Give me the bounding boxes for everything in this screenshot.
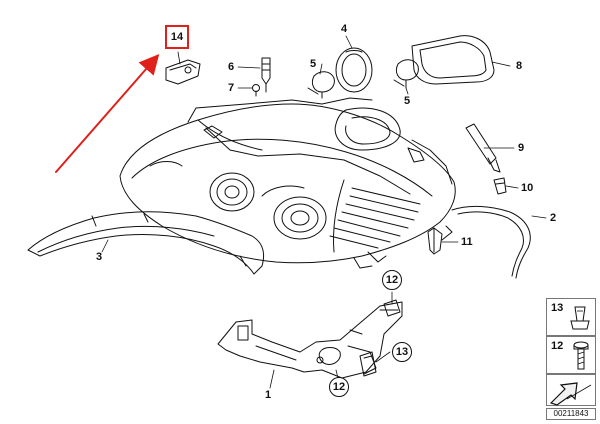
fastener-legend: 13 12 xyxy=(546,298,596,420)
legend-direction-arrow xyxy=(546,374,596,406)
bulb-part-5b xyxy=(393,59,419,89)
highlighted-part-14 xyxy=(165,59,201,85)
bracket-part xyxy=(217,301,403,379)
callout-10[interactable]: 10 xyxy=(521,182,534,194)
callout-12-bottom[interactable]: 12 xyxy=(329,377,349,397)
screw-part-12b xyxy=(316,356,324,364)
headlight-housing xyxy=(119,97,456,269)
trim-strip-part xyxy=(27,211,265,275)
legend-item-12-number: 12 xyxy=(551,340,564,352)
callout-13[interactable]: 13 xyxy=(392,342,412,362)
callout-1[interactable]: 1 xyxy=(265,389,272,401)
callout-4[interactable]: 4 xyxy=(341,23,348,35)
callout-5a[interactable]: 5 xyxy=(310,58,317,70)
legend-item-13-number: 13 xyxy=(551,302,564,314)
legend-item-12[interactable]: 12 xyxy=(546,336,596,374)
legend-item-13[interactable]: 13 xyxy=(546,298,596,336)
highlighted-part-label[interactable]: 14 xyxy=(165,25,189,49)
callout-5b[interactable]: 5 xyxy=(404,95,411,107)
screw-icon xyxy=(573,341,589,370)
clip-part-11 xyxy=(427,227,443,255)
direction-arrow-icon xyxy=(549,382,592,406)
bulb-part-7 xyxy=(252,84,260,97)
catalog-number: 00211843 xyxy=(546,408,596,420)
bulb-part-10 xyxy=(493,177,507,195)
callout-9[interactable]: 9 xyxy=(518,142,525,154)
callout-3[interactable]: 3 xyxy=(96,251,103,263)
callout-11[interactable]: 11 xyxy=(461,236,473,248)
bulb-part-5a xyxy=(307,71,335,99)
nut-icon xyxy=(570,306,590,330)
callout-12-top[interactable]: 12 xyxy=(382,270,402,290)
cover-part-8 xyxy=(411,35,495,85)
highlight-pointer-arrow xyxy=(55,53,160,173)
hose-part xyxy=(451,205,531,279)
callout-2[interactable]: 2 xyxy=(550,212,557,224)
bulb-part-6 xyxy=(261,57,271,93)
callout-6[interactable]: 6 xyxy=(228,61,235,73)
callout-7[interactable]: 7 xyxy=(228,82,235,94)
leader-lines xyxy=(101,35,547,389)
bulb-part-9 xyxy=(465,123,501,173)
cap-part-4 xyxy=(335,47,373,93)
callout-8[interactable]: 8 xyxy=(516,60,523,72)
nut-part-13 xyxy=(359,351,377,377)
